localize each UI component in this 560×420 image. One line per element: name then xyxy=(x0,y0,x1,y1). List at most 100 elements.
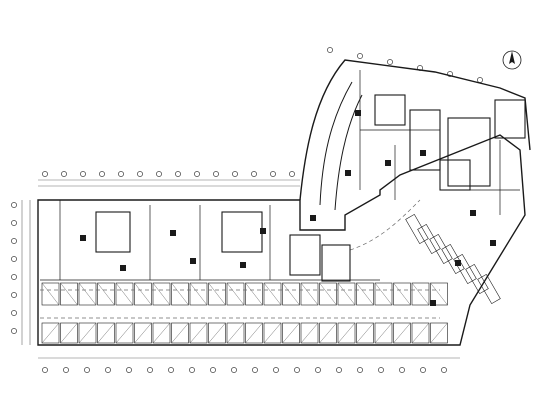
parking-stall xyxy=(411,322,430,344)
north-arrow-icon xyxy=(502,50,522,70)
parking-stall xyxy=(226,322,245,344)
grid-bubble-icon xyxy=(232,171,238,177)
drive-aisle xyxy=(40,199,440,319)
dimension-chain-left xyxy=(21,200,31,345)
parking-stall xyxy=(60,282,78,306)
equipment-symbol xyxy=(240,262,246,268)
parking-stall xyxy=(337,322,356,344)
inner-ramp-curve-2 xyxy=(334,94,363,211)
equipment-symbol xyxy=(355,110,361,116)
grid-bubble-icon xyxy=(11,238,17,244)
parking-stall xyxy=(171,282,189,306)
grid-bubble-icon xyxy=(99,171,105,177)
equipment-symbol xyxy=(455,260,461,266)
parking-stall xyxy=(134,282,152,306)
grid-bubble-icon xyxy=(63,367,69,373)
parking-stall xyxy=(115,282,134,306)
grid-bubble-icon xyxy=(156,171,162,177)
parking-stall xyxy=(319,322,337,344)
parking-stall xyxy=(393,322,411,344)
grid-bubble-icon xyxy=(11,310,17,316)
parking-stall-right-zone xyxy=(405,213,501,305)
equipment-symbol xyxy=(310,215,316,221)
parking-stall xyxy=(115,322,134,344)
grid-bubble-icon xyxy=(118,171,124,177)
grid-bubble-icon xyxy=(417,65,423,71)
parking-stall xyxy=(411,282,430,306)
parking-stall xyxy=(356,282,374,306)
core-3 xyxy=(289,234,321,276)
equipment-symbol xyxy=(470,210,476,216)
grid-bubble-icon xyxy=(294,367,300,373)
grid-bubble-icon xyxy=(105,367,111,373)
parking-stall xyxy=(374,322,393,344)
parking-stall xyxy=(417,223,441,255)
parking-stall xyxy=(41,322,60,344)
parking-stall xyxy=(134,322,152,344)
parking-stall xyxy=(465,263,489,295)
parking-stall xyxy=(189,282,208,306)
grid-bubble-icon xyxy=(420,367,426,373)
core-4 xyxy=(321,244,351,282)
parking-stall xyxy=(282,282,300,306)
grid-bubble-icon xyxy=(80,171,86,177)
grid-bubble-icon xyxy=(210,367,216,373)
parking-stall xyxy=(356,322,374,344)
grid-bubble-icon xyxy=(194,171,200,177)
grid-bubble-icon xyxy=(137,171,143,177)
grid-bubble-icon xyxy=(84,367,90,373)
parking-stall xyxy=(152,322,171,344)
core-9 xyxy=(439,159,471,191)
parking-stall xyxy=(263,322,282,344)
grid-bubbles xyxy=(11,47,483,373)
grid-bubble-icon xyxy=(357,53,363,59)
grid-bubble-icon xyxy=(11,292,17,298)
grid-bubble-icon xyxy=(231,367,237,373)
grid-bubble-icon xyxy=(11,328,17,334)
grid-bubble-icon xyxy=(213,171,219,177)
grid-bubble-icon xyxy=(289,171,295,177)
equipment-symbols xyxy=(80,110,496,306)
core-7 xyxy=(447,117,491,187)
outline-long-wing xyxy=(37,134,526,346)
parking-stall xyxy=(41,282,60,306)
building-outline xyxy=(37,59,531,346)
grid-bubble-icon xyxy=(42,171,48,177)
parking-stall xyxy=(189,322,208,344)
parking-stall xyxy=(430,282,448,306)
parking-stall xyxy=(453,253,477,285)
grid-bubble-icon xyxy=(477,77,483,83)
parking-stall xyxy=(245,322,263,344)
parking-stall xyxy=(97,282,115,306)
grid-bubble-icon xyxy=(399,367,405,373)
equipment-symbol xyxy=(420,150,426,156)
core-blocks xyxy=(95,94,526,282)
parking-stall xyxy=(208,322,226,344)
grid-bubble-icon xyxy=(11,274,17,280)
equipment-symbol xyxy=(385,160,391,166)
equipment-symbol xyxy=(170,230,176,236)
parking-stall xyxy=(405,213,429,245)
grid-bubble-icon xyxy=(441,367,447,373)
grid-bubble-icon xyxy=(357,367,363,373)
parking-stall xyxy=(300,322,319,344)
parking-stall xyxy=(477,273,501,305)
parking-stall xyxy=(152,282,171,306)
grid-bubble-icon xyxy=(61,171,67,177)
parking-stall xyxy=(337,282,356,306)
parking-stall xyxy=(171,322,189,344)
equipment-symbol xyxy=(345,170,351,176)
grid-bubble-icon xyxy=(252,367,258,373)
inner-ramp-curve xyxy=(319,81,353,206)
aisle-curve xyxy=(349,199,421,251)
parking-stall xyxy=(208,282,226,306)
grid-bubble-icon xyxy=(270,171,276,177)
grid-bubble-icon xyxy=(251,171,257,177)
grid-bubble-icon xyxy=(11,202,17,208)
grid-bubble-icon xyxy=(147,367,153,373)
parking-stall-row-lower xyxy=(41,322,448,344)
parking-stall xyxy=(393,282,411,306)
parking-stall xyxy=(441,243,465,275)
